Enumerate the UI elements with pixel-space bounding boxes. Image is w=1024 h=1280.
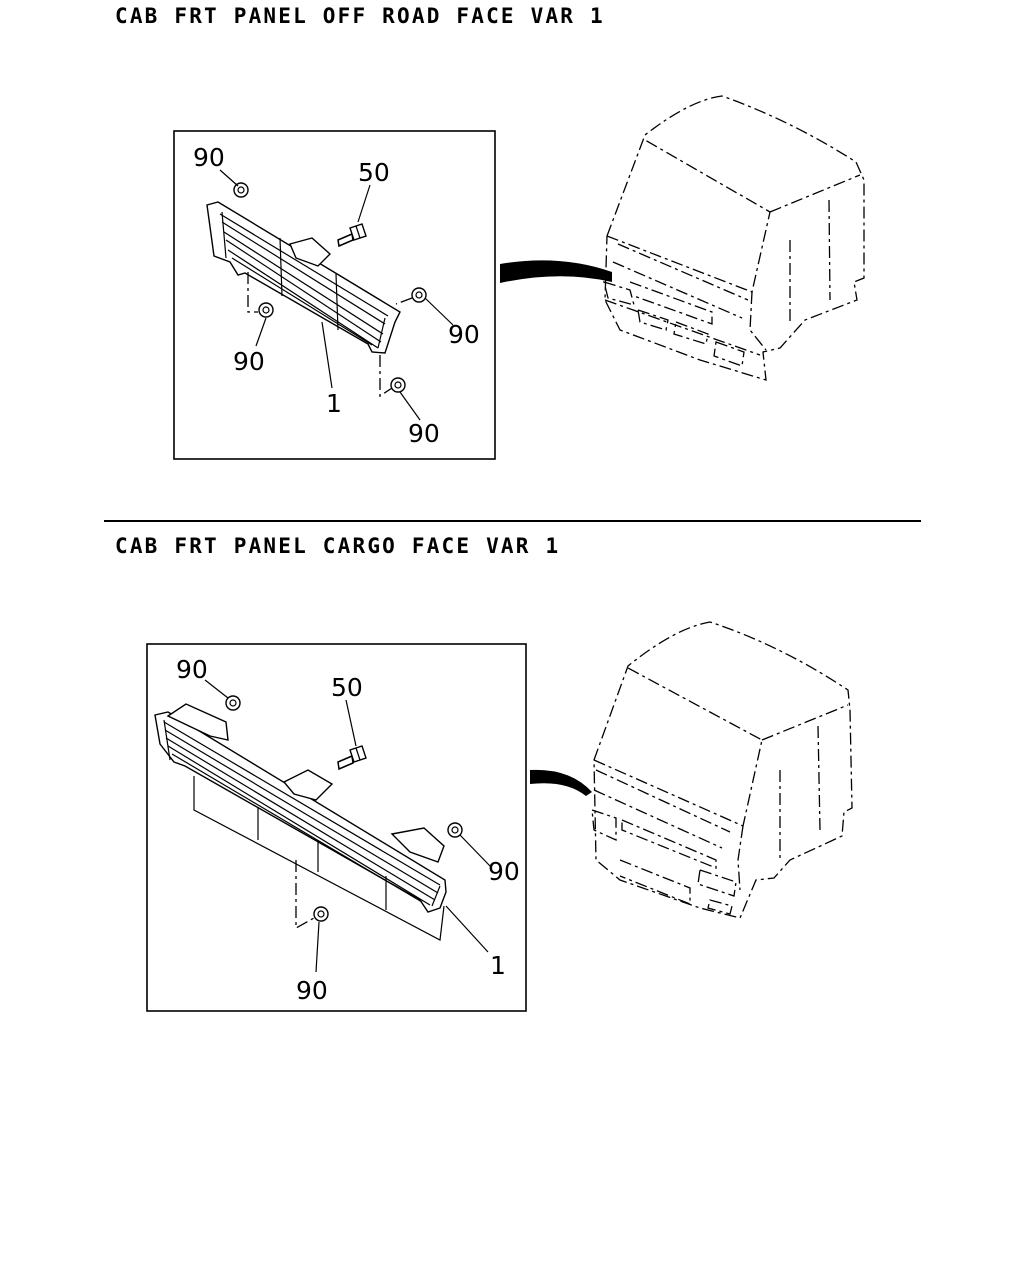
grille-panel bbox=[154, 703, 447, 941]
cab-off-road-view bbox=[603, 95, 865, 381]
nut-90-right bbox=[411, 287, 427, 303]
bolt-50 bbox=[337, 745, 367, 771]
callout-1: 1 bbox=[490, 951, 506, 980]
callout-50: 50 bbox=[331, 673, 363, 702]
callout-90: 90 bbox=[176, 655, 208, 684]
nut-90-top bbox=[233, 182, 249, 198]
pointer-arrow bbox=[500, 260, 612, 283]
grille-panel bbox=[206, 201, 401, 354]
callout-1: 1 bbox=[326, 389, 342, 418]
callout-90: 90 bbox=[233, 347, 265, 376]
callout-90: 90 bbox=[408, 419, 440, 448]
section-title-off-road: CAB FRT PANEL OFF ROAD FACE VAR 1 bbox=[115, 4, 605, 28]
nut-90-right bbox=[447, 822, 463, 838]
cab-cargo-view bbox=[591, 621, 853, 919]
nut-90-bottom bbox=[390, 377, 406, 393]
off-road-detail-view: 90 50 90 90 90 1 bbox=[173, 130, 496, 460]
callout-90: 90 bbox=[488, 857, 520, 886]
nut-90-left bbox=[258, 302, 274, 318]
pointer-arrow bbox=[530, 769, 592, 796]
nut-90-bottom bbox=[313, 906, 329, 922]
callout-90: 90 bbox=[296, 976, 328, 1005]
callout-90: 90 bbox=[448, 320, 480, 349]
cargo-detail-view: 90 50 90 90 1 bbox=[146, 643, 527, 1012]
callout-50: 50 bbox=[358, 158, 390, 187]
nut-90-top bbox=[225, 695, 241, 711]
detail-frame bbox=[146, 643, 527, 1012]
bolt-50 bbox=[337, 223, 367, 248]
section-title-cargo: CAB FRT PANEL CARGO FACE VAR 1 bbox=[115, 534, 561, 558]
section-divider bbox=[104, 520, 921, 522]
detail-frame bbox=[173, 130, 496, 460]
callout-90: 90 bbox=[193, 143, 225, 172]
